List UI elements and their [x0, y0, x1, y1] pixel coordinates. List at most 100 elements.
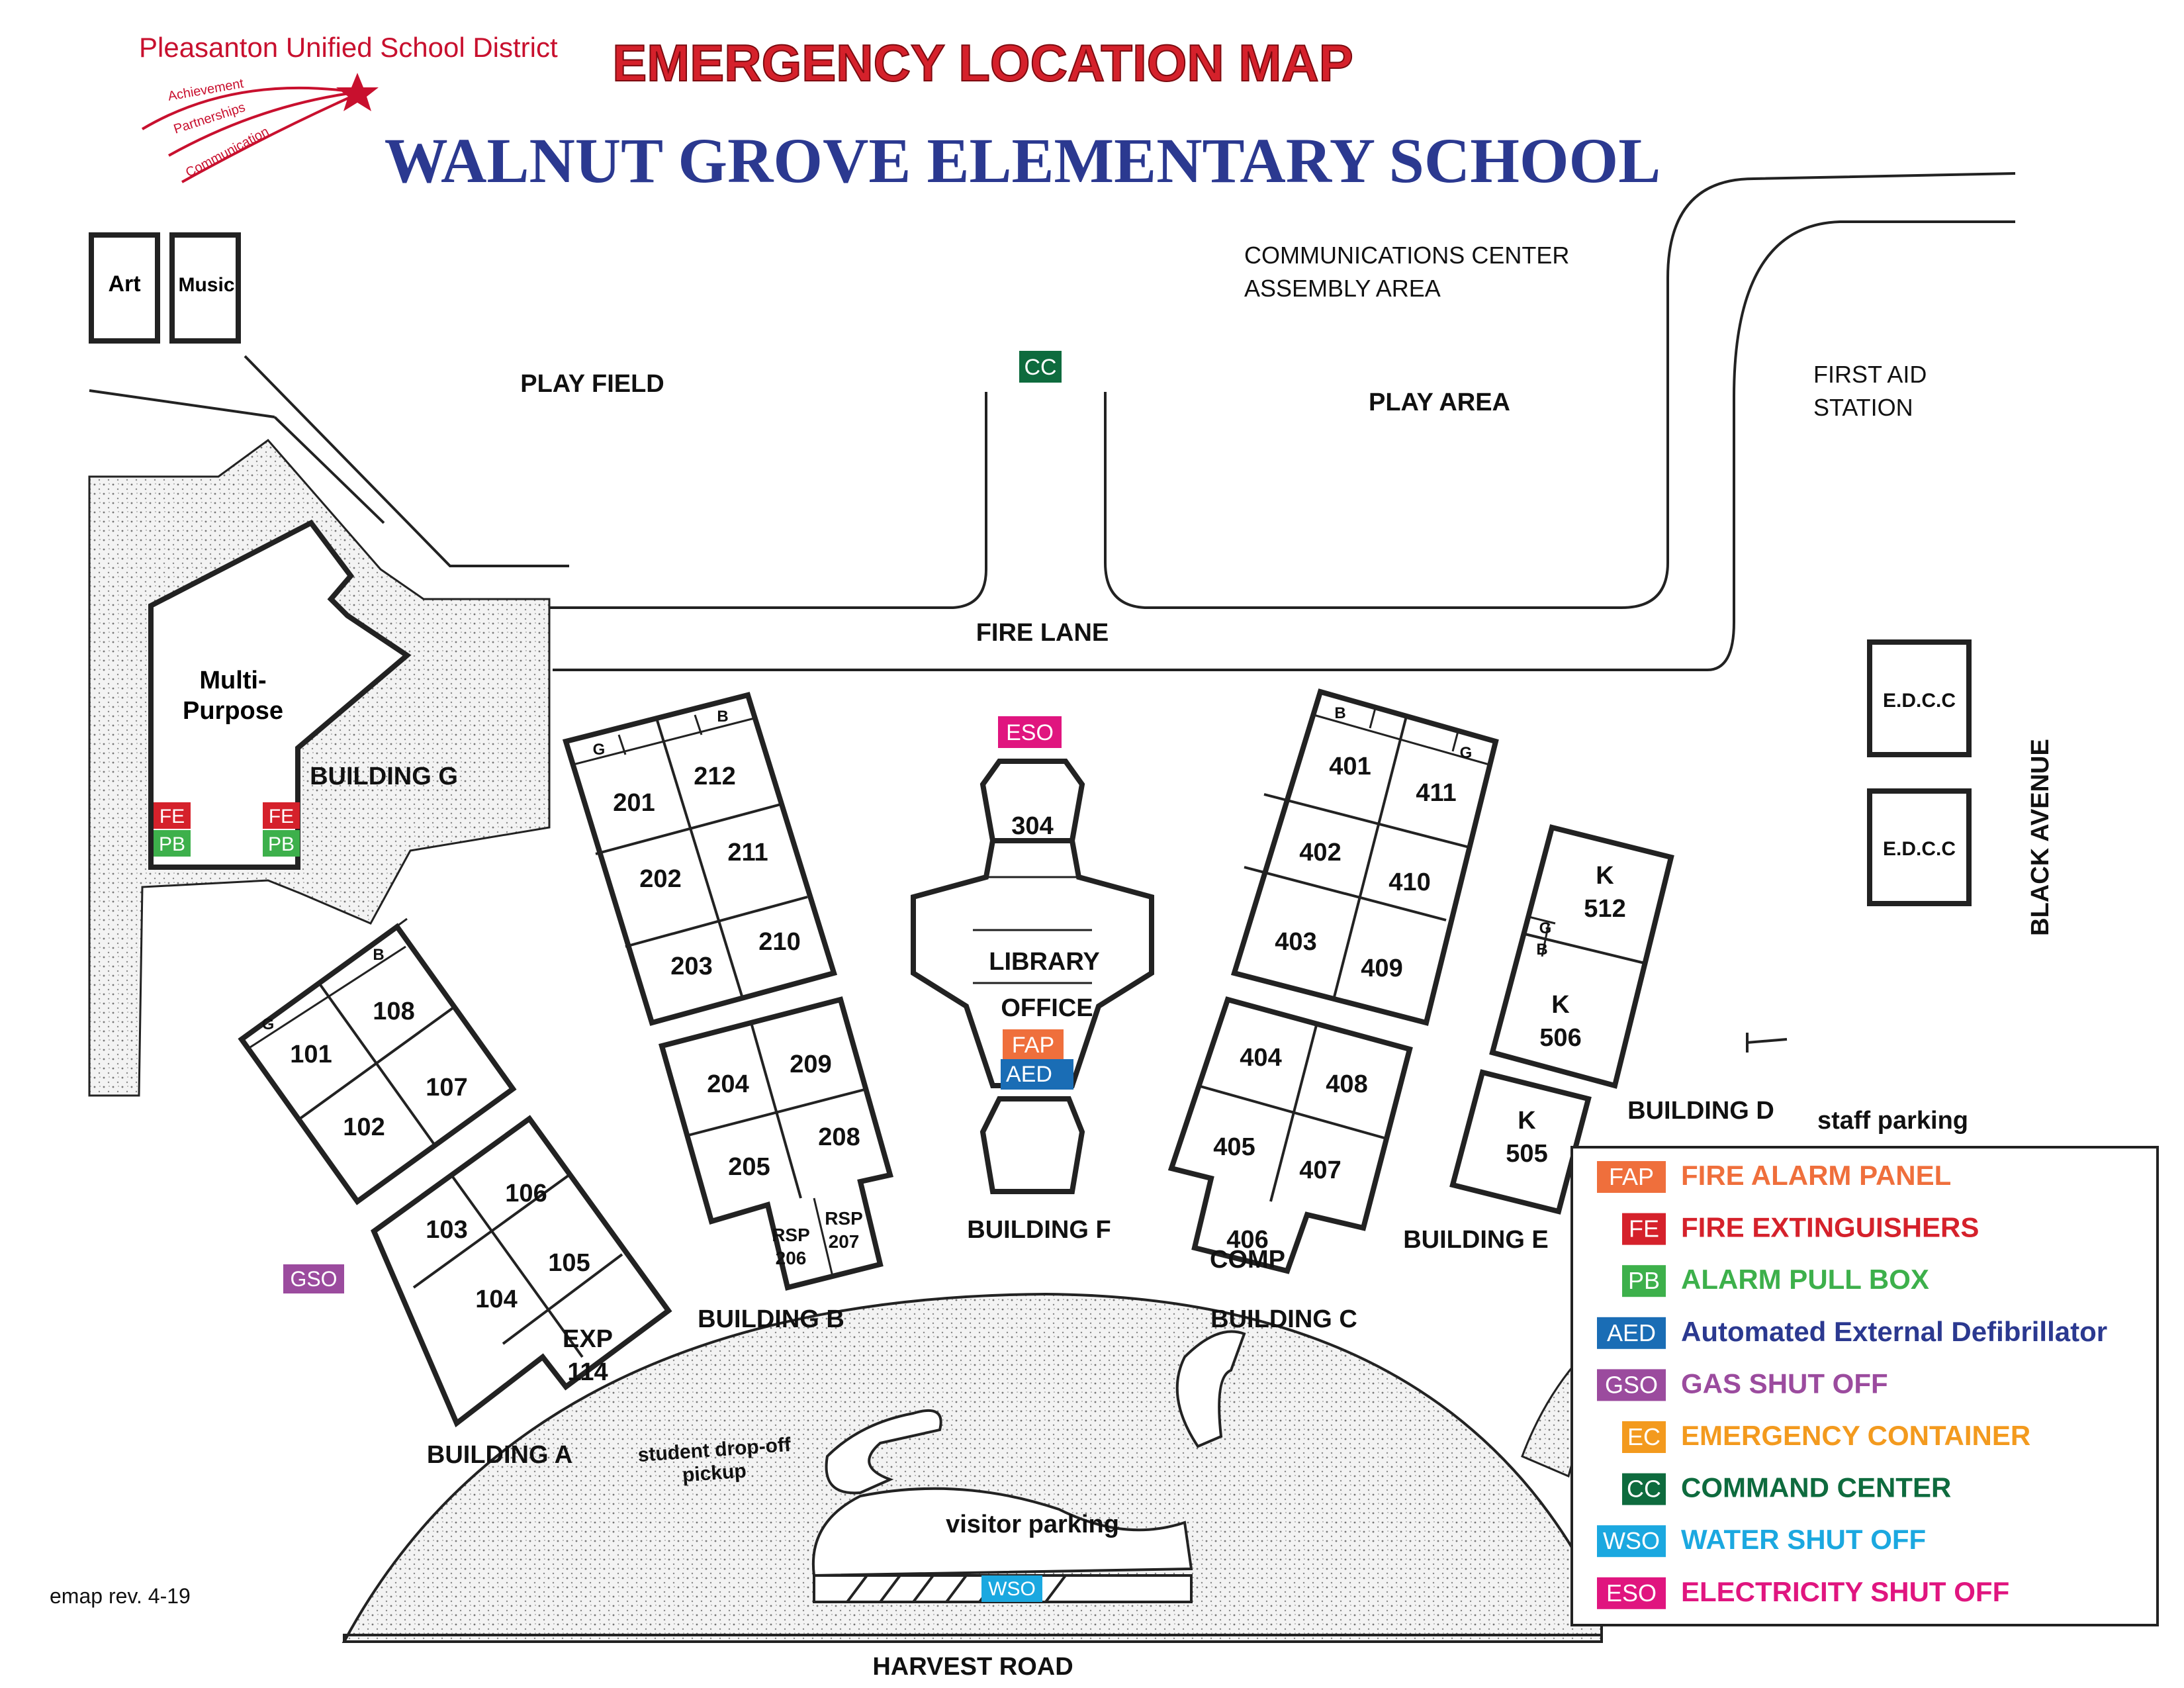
fap-marker — [1003, 1029, 1064, 1060]
b-mark-c: B — [1334, 704, 1345, 722]
edcc-building-1 — [1867, 639, 1972, 757]
music-label: Music — [178, 274, 234, 296]
building-a-label: BUILDING A — [427, 1441, 572, 1469]
room-406: 406 — [1226, 1226, 1268, 1254]
exp-label: EXP — [563, 1325, 613, 1353]
building-a — [238, 917, 672, 1428]
b-mark-b: B — [717, 708, 728, 726]
room-405: 405 — [1213, 1133, 1255, 1161]
legend-swatch-eso — [1597, 1577, 1666, 1609]
art-room — [89, 232, 160, 344]
room-104: 104 — [475, 1286, 517, 1313]
fire-lane-label: FIRE LANE — [976, 619, 1109, 647]
tagline-1: Achievement — [167, 76, 245, 104]
room-206: 206 — [776, 1248, 807, 1268]
room-409: 409 — [1361, 955, 1402, 982]
legend-code-wso: WSO — [1603, 1527, 1660, 1554]
cc-marker-text: CC — [1024, 355, 1056, 380]
g-mark-a: G — [262, 1015, 275, 1033]
legend-label-gso: GAS SHUT OFF — [1681, 1368, 1888, 1399]
legend-code-fap: FAP — [1609, 1163, 1654, 1190]
room-402: 402 — [1299, 839, 1341, 867]
legend-row-gso: GSO GAS SHUT OFF — [1597, 1368, 1888, 1401]
room-106: 106 — [505, 1180, 547, 1207]
legend-swatch-aed — [1597, 1317, 1666, 1349]
building-c-label: BUILDING C — [1210, 1305, 1357, 1333]
k-label-505: K — [1518, 1107, 1536, 1135]
building-f-label: BUILDING F — [967, 1216, 1111, 1244]
legend-code-pb: PB — [1628, 1267, 1660, 1294]
room-105: 105 — [548, 1249, 590, 1277]
wso-marker — [981, 1575, 1042, 1602]
comm-center-label-1: COMMUNICATIONS CENTER — [1244, 242, 1569, 269]
g-mark-b: G — [593, 741, 606, 759]
room-210: 210 — [758, 928, 800, 956]
room-505: 505 — [1506, 1140, 1547, 1168]
room-102: 102 — [343, 1113, 385, 1141]
room-212: 212 — [694, 763, 735, 790]
fe-marker-2-text: FE — [269, 806, 294, 827]
library-label: LIBRARY — [989, 948, 1099, 976]
comm-center-label-2: ASSEMBLY AREA — [1244, 275, 1441, 302]
room-114: 114 — [567, 1358, 608, 1386]
g-mark-d: G — [1539, 919, 1552, 937]
room-103: 103 — [426, 1216, 467, 1244]
room-107: 107 — [426, 1074, 467, 1102]
edcc-label-2: E.D.C.C — [1883, 838, 1956, 860]
play-area-label: PLAY AREA — [1369, 389, 1510, 416]
building-e — [1449, 1069, 1592, 1215]
pb-marker-1 — [154, 830, 191, 857]
legend-row-fap: FAP FIRE ALARM PANEL — [1597, 1160, 1951, 1193]
building-c — [1167, 688, 1499, 1274]
legend-label-ec: EMERGENCY CONTAINER — [1681, 1420, 2030, 1451]
legend-label-wso: WATER SHUT OFF — [1681, 1524, 1926, 1555]
legend-label-eso: ELECTRICITY SHUT OFF — [1681, 1576, 2009, 1607]
g-mark-c: G — [1460, 744, 1473, 762]
room-204: 204 — [707, 1070, 749, 1098]
office-label: OFFICE — [1001, 994, 1093, 1022]
room-205: 205 — [728, 1153, 770, 1181]
legend-box — [1570, 1146, 2159, 1626]
first-aid-label-2: STATION — [1813, 394, 1913, 421]
parking-island-east — [1175, 1330, 1246, 1448]
room-101: 101 — [290, 1041, 332, 1068]
room-411: 411 — [1416, 779, 1456, 807]
road-curb — [343, 1634, 1603, 1643]
pb-marker-1-text: PB — [159, 833, 185, 855]
multi-purpose-label-1: Multi- — [199, 667, 266, 694]
play-field-label: PLAY FIELD — [520, 370, 664, 398]
aed-marker — [1001, 1059, 1073, 1090]
school-name: WALNUT GROVE ELEMENTARY SCHOOL — [385, 125, 1661, 196]
gso-marker-text: GSO — [290, 1267, 337, 1291]
multi-purpose-building — [148, 519, 412, 870]
eso-marker-text: ESO — [1006, 720, 1054, 745]
edcc-label-1: E.D.C.C — [1883, 690, 1956, 712]
legend-code-gso: GSO — [1605, 1371, 1658, 1398]
legend-label-fap: FIRE ALARM PANEL — [1681, 1160, 1951, 1191]
room-211: 211 — [727, 839, 768, 867]
rsp-207-label: RSP — [825, 1208, 863, 1229]
legend-swatch-wso — [1597, 1525, 1666, 1558]
pb-marker-2 — [263, 830, 300, 857]
legend-swatch-ec — [1622, 1421, 1666, 1453]
room-304: 304 — [1011, 812, 1053, 840]
star-icon — [336, 73, 379, 111]
comp-label: COMP — [1210, 1246, 1285, 1274]
fap-marker-text: FAP — [1012, 1033, 1054, 1058]
aed-marker-text: AED — [1006, 1062, 1052, 1087]
legend-swatch-cc — [1622, 1473, 1666, 1505]
room-202: 202 — [639, 865, 681, 893]
legend-row-wso: WSO WATER SHUT OFF — [1597, 1524, 1926, 1558]
road-lines — [89, 172, 2016, 1053]
legend-label-fe: FIRE EXTINGUISHERS — [1681, 1212, 1979, 1243]
fe-marker-1 — [154, 802, 191, 829]
legend-swatch-gso — [1597, 1369, 1666, 1401]
room-401: 401 — [1329, 753, 1371, 780]
